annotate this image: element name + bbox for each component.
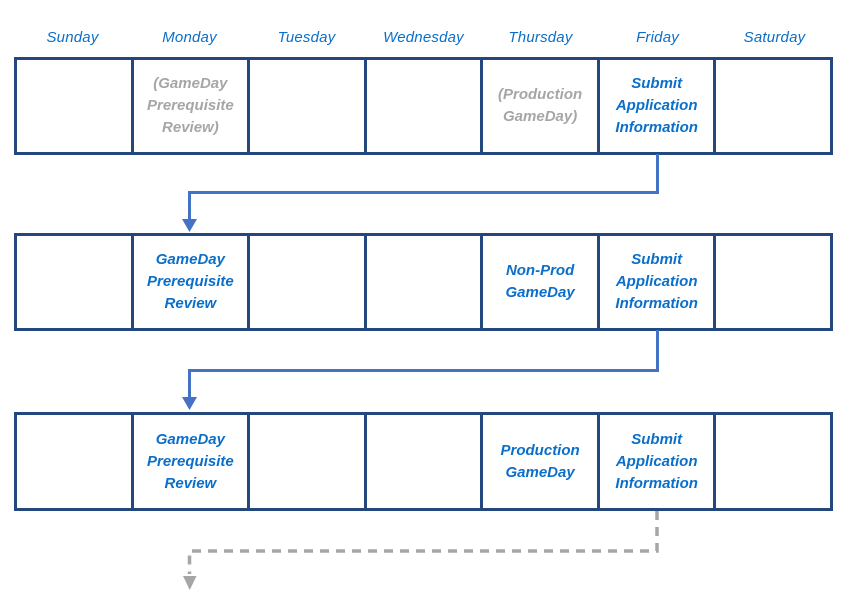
week1-cell-tuesday [247, 60, 364, 152]
week2-cell-tuesday [247, 236, 364, 328]
week1-cell-friday: Submit Application Information [596, 60, 714, 152]
day-header-monday: Monday [162, 29, 217, 46]
week3-cell-thursday: Production GameDay [480, 415, 597, 508]
cell-label: Non-Prod GameDay [505, 262, 575, 301]
arrow-week3-to-next-dashed [183, 511, 659, 590]
week-row-3: GameDay Prerequisite Review Production G… [14, 412, 833, 511]
day-header-thursday: Thursday [508, 29, 573, 46]
week2-cell-thursday: Non-Prod GameDay [480, 236, 597, 328]
week1-cell-thursday: (Production GameDay) [480, 60, 597, 152]
day-header-sunday: Sunday [46, 29, 99, 46]
arrow-week1-to-week2 [182, 154, 659, 232]
cell-label: GameDay Prerequisite Review [147, 251, 234, 312]
day-header-wednesday: Wednesday [383, 29, 464, 46]
day-header-row: Sunday Monday Tuesday Wednesday Thursday… [14, 26, 833, 50]
day-header-friday: Friday [636, 29, 679, 46]
week3-cell-friday: Submit Application Information [596, 415, 714, 508]
cell-label: Production GameDay [500, 441, 580, 481]
week-row-1: (GameDay Prerequisite Review) (Productio… [14, 57, 833, 155]
week2-cell-wednesday [363, 236, 481, 328]
arrowhead-down-icon [182, 397, 197, 410]
week2-cell-monday: GameDay Prerequisite Review [130, 236, 248, 328]
cell-label: GameDay Prerequisite Review [147, 430, 234, 492]
week-row-2: GameDay Prerequisite Review Non-Prod Gam… [14, 233, 833, 331]
arrowhead-down-icon [183, 576, 197, 590]
week3-cell-monday: GameDay Prerequisite Review [130, 415, 248, 508]
cell-label: (Production GameDay) [498, 86, 583, 125]
arrow-week2-to-week3 [182, 330, 659, 410]
day-header-tuesday: Tuesday [277, 29, 336, 46]
cell-label: (GameDay Prerequisite Review) [147, 75, 234, 136]
week3-cell-saturday [713, 415, 830, 508]
week1-cell-monday: (GameDay Prerequisite Review) [130, 60, 248, 152]
week2-cell-saturday [713, 236, 830, 328]
week2-cell-friday: Submit Application Information [596, 236, 714, 328]
week1-cell-wednesday [363, 60, 481, 152]
cell-label: Submit Application Information [615, 430, 698, 492]
week1-cell-sunday [17, 60, 131, 152]
arrowhead-down-icon [182, 219, 197, 232]
day-header-saturday: Saturday [743, 29, 806, 46]
cell-label: Submit Application Information [615, 75, 698, 136]
week3-cell-wednesday [363, 415, 481, 508]
week1-cell-saturday [713, 60, 830, 152]
cell-label: Submit Application Information [615, 251, 698, 312]
week2-cell-sunday [17, 236, 131, 328]
week3-cell-sunday [17, 415, 131, 508]
week3-cell-tuesday [247, 415, 364, 508]
